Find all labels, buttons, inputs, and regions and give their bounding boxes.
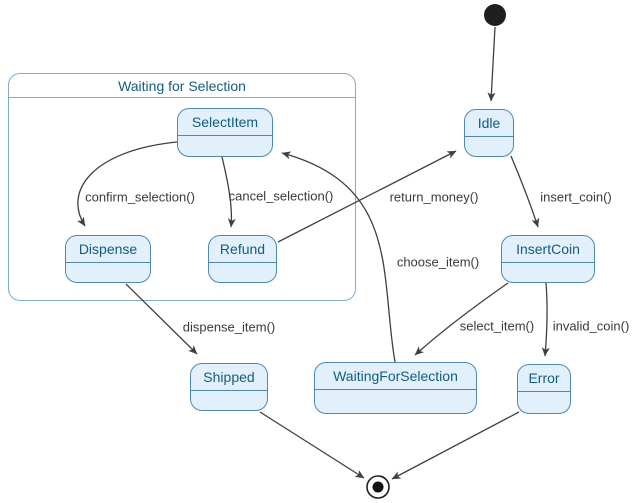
transition-error-to-final bbox=[391, 411, 520, 480]
state-error-label: Error bbox=[518, 365, 570, 392]
transition-initial-to-idle bbox=[487, 26, 496, 102]
composite-state-title: Waiting for Selection bbox=[9, 74, 355, 98]
state-selectitem-label: SelectItem bbox=[178, 109, 272, 136]
state-idle: Idle bbox=[464, 109, 514, 157]
state-insertcoin: InsertCoin bbox=[501, 235, 595, 283]
state-shipped: Shipped bbox=[190, 363, 268, 411]
transition-label-choose-item: choose_item() bbox=[396, 254, 480, 270]
state-refund: Refund bbox=[208, 235, 277, 283]
final-state-node bbox=[366, 475, 390, 499]
state-idle-label: Idle bbox=[465, 110, 513, 137]
initial-state-node bbox=[484, 4, 506, 26]
transition-label-invalid-coin: invalid_coin() bbox=[552, 318, 630, 334]
state-insertcoin-label: InsertCoin bbox=[502, 236, 594, 263]
state-shipped-label: Shipped bbox=[191, 364, 267, 391]
transition-label-confirm-selection: confirm_selection() bbox=[85, 189, 195, 205]
state-selectitem: SelectItem bbox=[177, 108, 273, 157]
transition-label-return-money: return_money() bbox=[389, 189, 479, 205]
transition-label-cancel-selection: cancel_selection() bbox=[228, 188, 334, 204]
composite-state-waiting-for-selection: Waiting for Selection bbox=[8, 73, 356, 301]
transition-idle-to-insertcoin bbox=[510, 155, 540, 228]
state-waitingforselection-label: WaitingForSelection bbox=[315, 363, 476, 390]
state-waitingforselection: WaitingForSelection bbox=[314, 362, 477, 414]
state-error: Error bbox=[517, 364, 571, 414]
state-dispense: Dispense bbox=[65, 235, 151, 283]
transition-shipped-to-final bbox=[259, 411, 365, 479]
transition-insertcoin-to-error bbox=[541, 282, 550, 357]
transition-label-dispense-item: dispense_item() bbox=[182, 319, 276, 335]
transition-label-insert-coin: insert_coin() bbox=[540, 189, 612, 205]
state-refund-label: Refund bbox=[209, 236, 276, 263]
state-dispense-label: Dispense bbox=[66, 236, 150, 263]
transition-label-select-item: select_item() bbox=[459, 318, 535, 334]
